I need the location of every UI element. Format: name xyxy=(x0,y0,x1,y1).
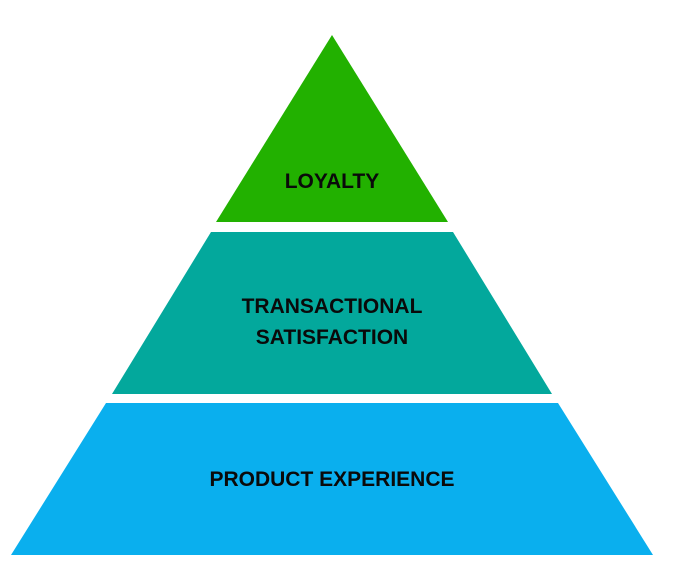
loyalty-label: LOYALTY xyxy=(285,170,380,193)
pyramid-tier-transactional-satisfaction xyxy=(112,232,552,394)
pyramid-tier-product-experience xyxy=(11,403,653,555)
product-experience-label: PRODUCT EXPERIENCE xyxy=(209,468,454,491)
transactional-label: TRANSACTIONAL xyxy=(242,295,423,318)
pyramid-tier-loyalty xyxy=(216,35,448,222)
satisfaction-label: SATISFACTION xyxy=(256,326,408,349)
